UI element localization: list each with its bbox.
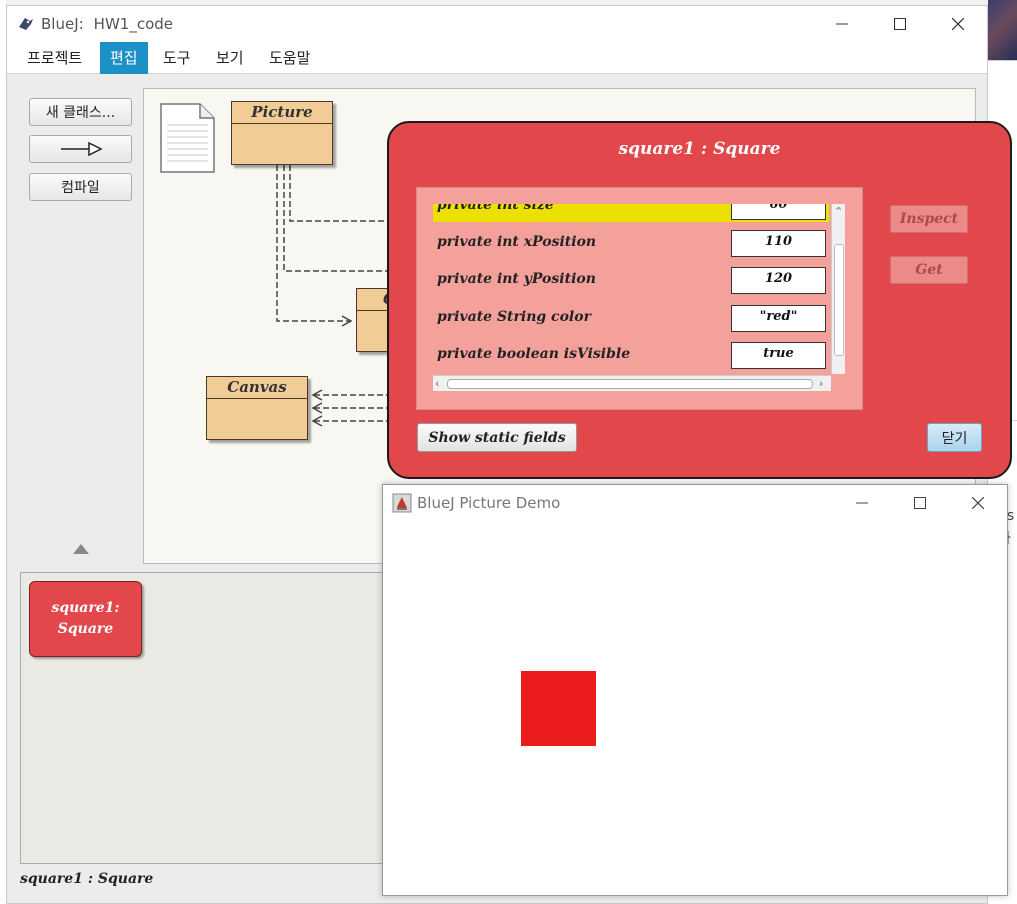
field-name: private int size (437, 204, 554, 213)
minimize-button[interactable] (813, 6, 871, 42)
dependency-arrows (276, 165, 394, 427)
compile-button[interactable]: 컴파일 (29, 173, 132, 201)
field-name: private String color (437, 309, 591, 325)
field-name: private int xPosition (437, 234, 597, 250)
field-name: private boolean isVisible (437, 346, 631, 362)
new-class-button[interactable]: 새 클래스... (29, 98, 132, 126)
field-row-xposition[interactable]: private int xPosition 110 (433, 229, 829, 259)
object-bench: square1: Square (20, 572, 400, 864)
demo-maximize-button[interactable] (891, 485, 949, 521)
vertical-scrollbar[interactable]: ⌃ (831, 204, 845, 374)
field-value: 120 (731, 267, 826, 294)
field-value: true (731, 342, 826, 369)
menu-tools[interactable]: 도구 (163, 49, 191, 67)
java-app-icon (392, 493, 412, 513)
bluej-bird-icon (19, 18, 33, 30)
readme-file-icon[interactable] (158, 101, 218, 175)
object-name: square1: (51, 600, 120, 616)
minimize-icon (856, 502, 868, 504)
field-name: private int yPosition (437, 271, 596, 287)
object-inspector: square1 : Square private int size 60 pri… (387, 121, 1012, 479)
desktop-background (988, 0, 1017, 60)
object-type: Square (57, 621, 114, 637)
field-value: 60 (731, 204, 826, 220)
minimize-icon (836, 23, 848, 25)
window-title: BlueJ: HW1_code (41, 15, 173, 33)
maximize-icon (914, 497, 926, 509)
horizontal-scroll-thumb[interactable] (447, 379, 813, 389)
close-icon (972, 497, 984, 509)
window-controls (813, 6, 987, 42)
status-text: square1 : Square (20, 871, 154, 887)
field-value: "red" (731, 305, 826, 332)
get-button[interactable]: Get (890, 256, 968, 284)
app-name: BlueJ: (41, 15, 84, 33)
field-list[interactable]: private int size 60 private int xPositio… (433, 204, 829, 374)
demo-window-controls (833, 485, 1007, 521)
inspect-button[interactable]: Inspect (890, 205, 968, 233)
project-name: HW1_code (93, 15, 174, 33)
scroll-up-icon[interactable]: ⌃ (834, 205, 844, 218)
field-value: 110 (731, 230, 826, 257)
vertical-scroll-thumb[interactable] (834, 244, 844, 356)
menu-project[interactable]: 프로젝트 (27, 49, 83, 67)
show-static-fields-button[interactable]: Show static fields (417, 423, 577, 452)
inheritance-arrow-icon (60, 141, 103, 157)
maximize-button[interactable] (871, 6, 929, 42)
menu-help[interactable]: 도움말 (269, 49, 311, 67)
menu-view[interactable]: 보기 (216, 49, 244, 67)
demo-window-title: BlueJ Picture Demo (417, 494, 561, 512)
class-picture-name: Picture (232, 102, 332, 124)
picture-demo-window: BlueJ Picture Demo (382, 484, 1008, 896)
drawn-square (521, 671, 596, 746)
field-row-color[interactable]: private String color "red" (433, 304, 829, 334)
background-window-left-edge (0, 0, 6, 904)
new-inheritance-arrow-button[interactable] (29, 135, 132, 163)
menu-edit[interactable]: 편집 (100, 42, 148, 74)
fields-panel: private int size 60 private int xPositio… (416, 187, 863, 410)
class-picture[interactable]: Picture (231, 101, 333, 165)
horizontal-scrollbar[interactable]: ‹ › (433, 375, 831, 391)
class-canvas[interactable]: Canvas (206, 376, 308, 440)
demo-close-button[interactable] (949, 485, 1007, 521)
field-row-isvisible[interactable]: private boolean isVisible true (433, 341, 829, 371)
demo-minimize-button[interactable] (833, 485, 891, 521)
scroll-left-icon[interactable]: ‹ (435, 377, 440, 390)
close-window-button[interactable] (929, 6, 987, 42)
close-inspector-button[interactable]: 닫기 (927, 423, 982, 452)
title-bar: BlueJ: HW1_code (7, 6, 987, 42)
class-canvas-name: Canvas (207, 377, 307, 399)
field-row-size[interactable]: private int size 60 (433, 204, 829, 222)
maximize-icon (894, 18, 906, 30)
menu-bar: 프로젝트 편집 도구 보기 도움말 (7, 42, 987, 74)
object-square1[interactable]: square1: Square (29, 581, 142, 657)
scroll-right-icon[interactable]: › (819, 377, 824, 390)
collapse-arrow-icon[interactable] (73, 544, 89, 554)
inspector-title: square1 : Square (618, 139, 781, 159)
field-row-yposition[interactable]: private int yPosition 120 (433, 266, 829, 296)
close-icon (952, 18, 964, 30)
